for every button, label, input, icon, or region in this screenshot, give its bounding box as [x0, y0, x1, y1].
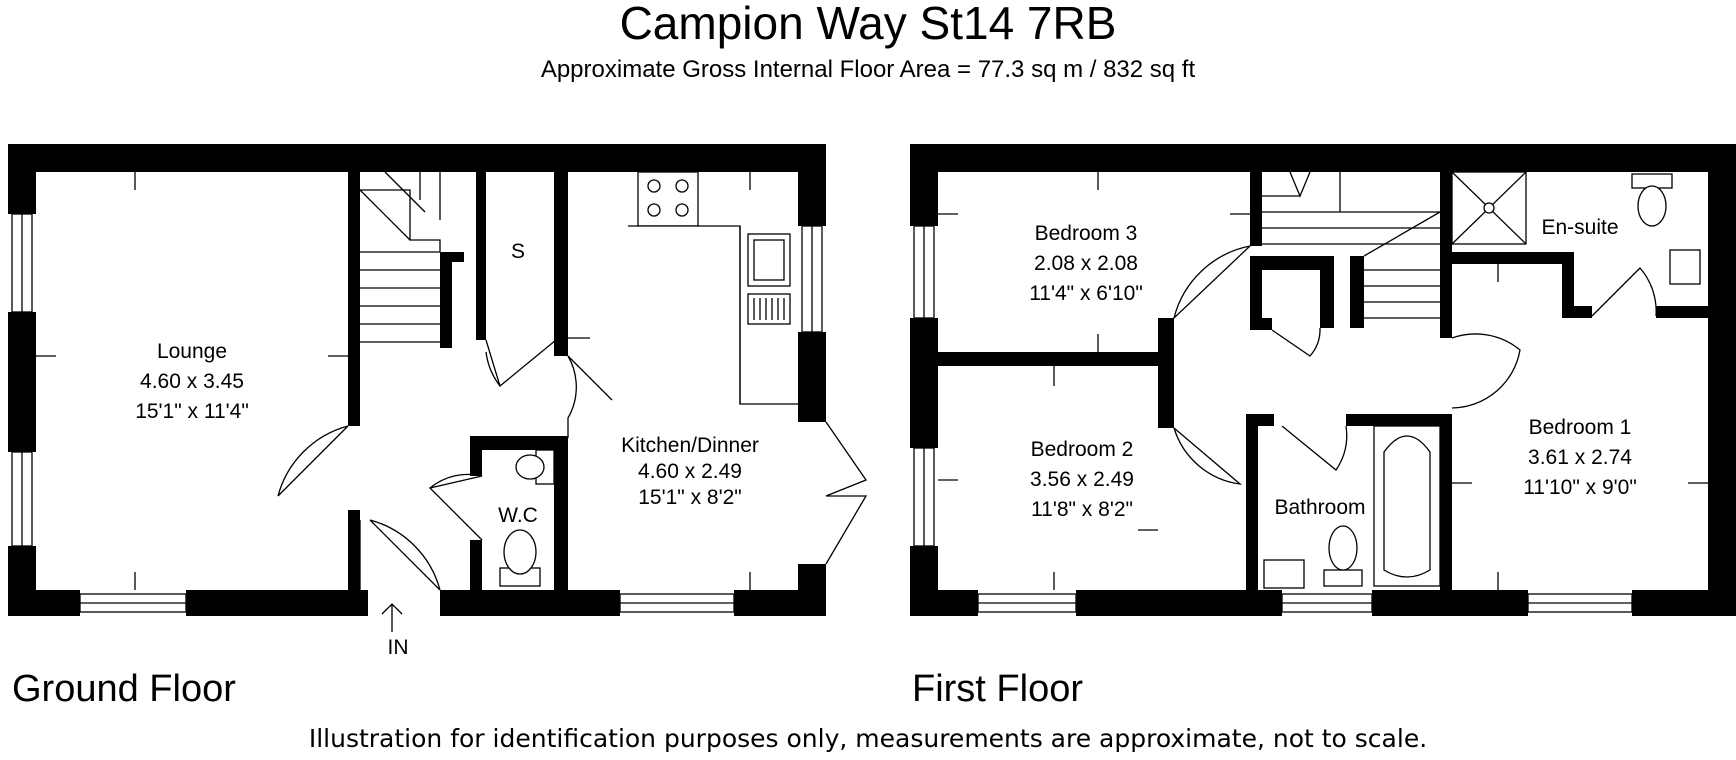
gf-storage-name: S: [511, 240, 525, 263]
ff-wall-bed3-bed2: [938, 352, 1170, 366]
ff-bedroom3-metric: 2.08 x 2.08: [1034, 252, 1138, 275]
gf-lounge-name: Lounge: [157, 340, 227, 363]
gf-kitchen-imperial: 15'1" x 8'2": [638, 486, 742, 509]
ff-door-bed1: [1451, 333, 1521, 409]
gf-door-entrance: [359, 519, 441, 591]
ff-bedroom3-name: Bedroom 3: [1035, 222, 1138, 245]
gf-wall-lounge-stairs-upper: [348, 172, 360, 426]
ff-ensuite-name: En-suite: [1541, 216, 1618, 239]
gf-hob: [637, 171, 699, 227]
gf-wall-wc-left-lower: [470, 540, 482, 590]
ff-staircase: [1262, 171, 1441, 319]
gf-wall-stair-side: [440, 252, 452, 348]
ground-floor-plan: Lounge 4.60 x 3.45 15'1" x 11'4" S Kitch…: [8, 144, 868, 659]
gf-wall-top: [8, 144, 826, 172]
ff-bedroom3-imperial: 11'4" x 6'10": [1029, 282, 1143, 305]
gf-wc-fittings: [499, 449, 555, 587]
ff-door-bed3: [1172, 245, 1251, 321]
ff-bedroom2-metric: 3.56 x 2.49: [1030, 468, 1134, 491]
ff-wall-cupboard-left: [1250, 256, 1262, 330]
ff-bathroom-fittings: [1263, 425, 1441, 589]
gf-door-lounge: [277, 425, 349, 497]
ff-wall-ensuite-bottom-a: [1440, 252, 1574, 264]
ff-door-cupboard: [1271, 327, 1321, 357]
ff-wall-bottom-d: [1632, 590, 1736, 616]
ff-wall-ensuite-notch: [1562, 252, 1574, 316]
ff-door-bed2: [1173, 427, 1243, 485]
ff-bedroom1-metric: 3.61 x 2.74: [1528, 446, 1632, 469]
gf-wall-wc-left: [470, 436, 482, 476]
gf-door-store: [485, 339, 557, 388]
ff-wall-bathroom-top-b: [1346, 414, 1446, 426]
ground-floor-label: Ground Floor: [12, 668, 236, 710]
ff-wall-top: [910, 144, 1736, 172]
ff-door-bathroom: [1281, 425, 1348, 471]
gf-entry-arrow: [381, 603, 403, 632]
ff-wall-stair-right: [1350, 256, 1364, 328]
gf-kitchen-metric: 4.60 x 2.49: [638, 460, 742, 483]
gf-wall-bottom-c: [440, 590, 620, 616]
ff-bedroom2-name: Bedroom 2: [1031, 438, 1134, 461]
gf-wall-store-left: [476, 172, 486, 340]
floor-area-subtitle: Approximate Gross Internal Floor Area = …: [540, 56, 1196, 83]
ff-wall-left-upper: [910, 144, 938, 226]
gf-lounge-imperial: 15'1" x 11'4": [135, 400, 249, 423]
gf-wall-kitchen-lower: [554, 438, 568, 590]
gf-wall-left-upper: [8, 144, 36, 214]
gf-door-wc: [428, 473, 483, 541]
ff-wall-left-mid: [910, 318, 938, 448]
ff-wall-bed3-right: [1250, 172, 1262, 246]
first-floor-plan: Bedroom 3 2.08 x 2.08 11'4" x 6'10" Bedr…: [910, 144, 1736, 616]
gf-door-kitchen: [567, 355, 613, 438]
gf-lounge-metric: 4.60 x 3.45: [140, 370, 244, 393]
gf-wall-bottom-b: [186, 590, 368, 616]
ff-wall-bottom-a: [910, 590, 978, 616]
gf-wall-bottom-a: [8, 590, 80, 616]
ff-bathroom-basin: [1263, 559, 1305, 589]
gf-wall-right-mid: [798, 332, 826, 422]
ff-door-ensuite: [1591, 267, 1657, 317]
ff-wall-bed-landing: [1158, 318, 1174, 428]
gf-drainer: [747, 293, 791, 325]
ff-bedroom1-name: Bedroom 1: [1529, 416, 1632, 439]
ff-wall-ensuite-bottom-b: [1562, 306, 1592, 318]
gf-staircase: [359, 171, 441, 343]
gf-wall-lounge-stairs-lower: [348, 510, 360, 590]
ff-wall-right-upper: [1708, 144, 1736, 318]
ff-wall-cupboard-right: [1320, 256, 1334, 328]
gf-entrance-label: IN: [388, 636, 409, 659]
ff-ensuite-fittings: [1451, 171, 1701, 285]
ff-wall-cupboard-top: [1250, 256, 1334, 270]
gf-wall-right-upper: [798, 144, 826, 226]
ff-bedroom1-imperial: 11'10" x 9'0": [1523, 476, 1637, 499]
ff-wall-bathroom-left: [1246, 414, 1258, 590]
ff-wall-bottom-b: [1076, 590, 1282, 616]
disclaimer-footer: Illustration for identification purposes…: [308, 724, 1428, 753]
gf-wc-name: W.C: [498, 504, 538, 527]
ff-ensuite-basin: [1669, 249, 1701, 285]
gf-wall-bottom-d: [734, 590, 826, 616]
gf-kitchen-name: Kitchen/Dinner: [621, 434, 759, 457]
gf-door-patio: [825, 421, 868, 565]
ff-wall-right-lower: [1708, 310, 1736, 616]
first-floor-label: First Floor: [912, 668, 1083, 710]
gf-wall-wc-top: [470, 436, 568, 450]
ff-bathroom-toilet: [1323, 569, 1363, 587]
page-title: Campion Way St14 7RB: [619, 0, 1117, 49]
ff-bedroom2-imperial: 11'8" x 8'2": [1031, 498, 1133, 521]
ff-wall-ensuite-bottom-c: [1656, 306, 1708, 318]
gf-wall-left-mid: [8, 312, 36, 452]
ff-wall-cupboard-bottom: [1250, 318, 1272, 330]
gf-wall-store-right: [554, 172, 568, 356]
ff-bathroom-name: Bathroom: [1274, 496, 1365, 519]
gf-kitchen-fittings: [628, 171, 798, 405]
ff-wall-bottom-c: [1372, 590, 1528, 616]
ff-wall-bathroom-right: [1440, 414, 1452, 590]
